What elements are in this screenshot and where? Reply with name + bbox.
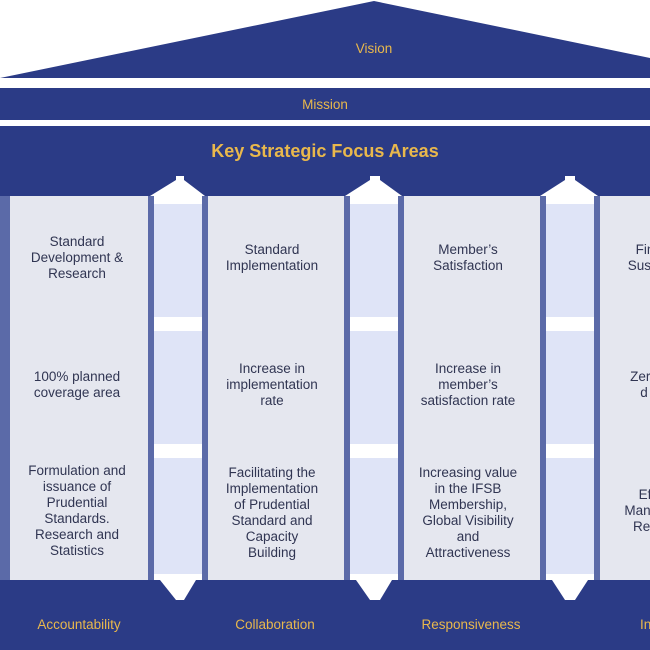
pillar-1-area: Standard Implementation	[225, 242, 319, 273]
pillar-3-initiative: Ef Manag Res	[624, 487, 650, 534]
mission-band: Mission	[0, 88, 650, 120]
value-responsiveness: Responsiveness	[421, 617, 521, 632]
pillar-0	[10, 196, 148, 580]
roof-shape	[0, 1, 650, 78]
value-4: In	[640, 617, 650, 632]
capital-2	[380, 176, 565, 196]
capital-1	[184, 176, 370, 196]
pillar-2-target: Increase in member’s satisfaction rate	[420, 361, 516, 408]
base-0	[0, 580, 176, 600]
mission-label: Mission	[302, 96, 348, 112]
base-3	[575, 580, 650, 600]
value-accountability: Accountability	[37, 617, 121, 632]
pillar-0-initiative: Formulation and issuance of Prudential S…	[28, 463, 126, 558]
pillar-1-initiative: Facilitating the Implementation of Prude…	[225, 465, 319, 560]
pillars-structure	[0, 176, 650, 600]
pillar-2-area: Member’s Satisfaction	[433, 242, 503, 273]
pillar-1-target: Increase in implementation rate	[226, 361, 318, 408]
base-2	[380, 580, 565, 600]
pillar-3	[600, 196, 650, 580]
pillar-3-area: Fin Susta	[627, 242, 650, 273]
capital-3	[575, 176, 650, 196]
pillar-3-clip: Fin Susta Zero d Ef Manag Res	[600, 176, 650, 600]
pillar-1	[208, 196, 344, 580]
vision-label: Vision	[355, 41, 393, 56]
roof-vision	[0, 1, 650, 78]
base-1	[184, 580, 370, 600]
focus-title: Key Strategic Focus Areas	[211, 140, 439, 161]
capital-0	[0, 176, 176, 196]
value-collaboration: Collaboration	[235, 617, 315, 632]
pillar-0-target: 100% planned coverage area	[33, 369, 121, 400]
pillar-3-target: Zero d	[630, 369, 650, 400]
focus-band: Key Strategic Focus Areas	[0, 126, 650, 176]
pillar-2	[404, 196, 540, 580]
values-band: Accountability Collaboration Responsiven…	[0, 600, 650, 650]
pillar-0-area: Standard Development & Research	[30, 234, 124, 281]
pillar-2-initiative: Increasing value in the IFSB Membership,…	[418, 465, 518, 560]
